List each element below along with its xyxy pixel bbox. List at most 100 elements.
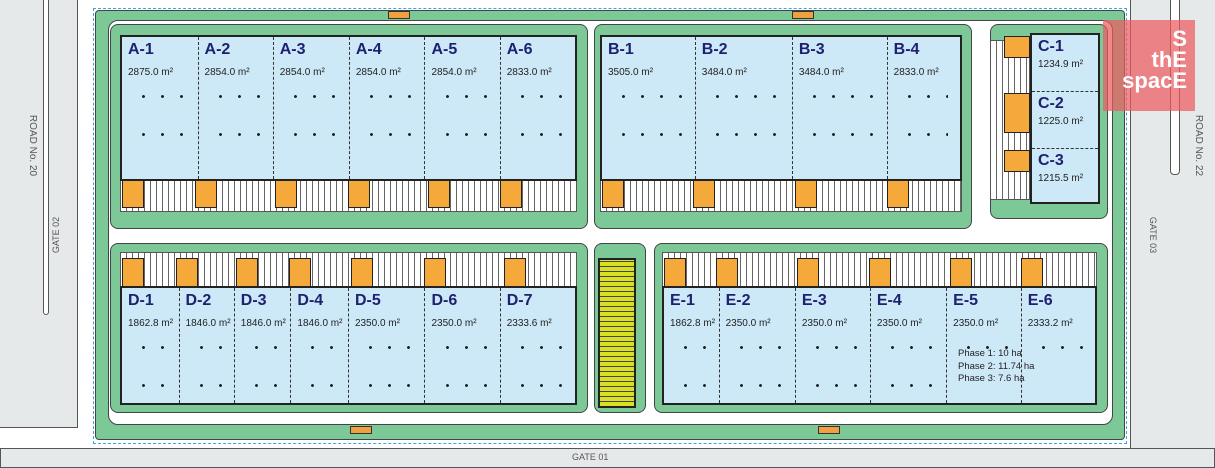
unit-c-2[interactable]: C-2 1225.0 m² bbox=[1032, 92, 1098, 149]
unit-area: 2854.0 m² bbox=[204, 67, 250, 78]
unit-id: D-6 bbox=[431, 292, 458, 309]
unit-area: 1862.8 m² bbox=[670, 318, 716, 329]
site-boundary bbox=[93, 8, 1127, 444]
dock-office bbox=[692, 180, 715, 208]
dock-office bbox=[886, 180, 909, 208]
column-grid bbox=[899, 133, 948, 136]
unit-area: 1225.0 m² bbox=[1038, 116, 1084, 127]
unit-id: A-5 bbox=[431, 41, 458, 58]
logo-line-3: spacE bbox=[1122, 68, 1187, 93]
unit-e-5[interactable]: E-5 2350.0 m² bbox=[947, 288, 1022, 403]
unit-e-1[interactable]: E-1 1862.8 m² bbox=[664, 288, 720, 403]
column-grid bbox=[191, 346, 222, 349]
unit-id: B-4 bbox=[893, 41, 920, 58]
dock-office bbox=[424, 258, 447, 287]
unit-id: D-7 bbox=[506, 292, 533, 309]
unit-d-2[interactable]: D-2 1846.0 m² bbox=[180, 288, 235, 403]
unit-area: 2833.0 m² bbox=[893, 67, 939, 78]
dock-office bbox=[1004, 150, 1030, 172]
dock-office bbox=[602, 180, 624, 208]
unit-area: 1846.0 m² bbox=[185, 318, 231, 329]
unit-b-4[interactable]: B-4 2833.0 m² bbox=[888, 37, 960, 179]
column-grid bbox=[804, 95, 875, 98]
unit-id: B-3 bbox=[798, 41, 825, 58]
unit-id: C-2 bbox=[1038, 95, 1064, 112]
unit-id: E-5 bbox=[953, 292, 979, 309]
unit-area: 2854.0 m² bbox=[431, 67, 477, 78]
column-grid bbox=[512, 95, 563, 98]
dock-office bbox=[949, 258, 972, 287]
unit-id: A-6 bbox=[506, 41, 533, 58]
utility-facility bbox=[598, 258, 636, 408]
unit-id: D-5 bbox=[354, 292, 381, 309]
dock-office bbox=[275, 180, 298, 208]
unit-id: E-4 bbox=[876, 292, 902, 309]
unit-area: 1215.5 m² bbox=[1038, 173, 1084, 184]
gate-01-label: GATE 01 bbox=[572, 452, 609, 462]
column-grid bbox=[303, 346, 336, 349]
dock-office bbox=[1021, 258, 1044, 287]
bench-bottom-1 bbox=[350, 426, 372, 434]
unit-area: 2350.0 m² bbox=[354, 318, 400, 329]
column-grid bbox=[285, 95, 337, 98]
dock-office bbox=[350, 258, 373, 287]
unit-e-6[interactable]: E-6 2333.2 m² bbox=[1022, 288, 1095, 403]
column-grid bbox=[210, 133, 261, 136]
unit-id: C-1 bbox=[1038, 38, 1064, 55]
column-grid bbox=[807, 346, 858, 349]
unit-id: B-2 bbox=[701, 41, 728, 58]
gate-02-label: GATE 02 bbox=[51, 216, 62, 254]
unit-area: 2833.0 m² bbox=[506, 67, 552, 78]
dock-office bbox=[288, 258, 311, 287]
dock-office bbox=[664, 258, 686, 287]
column-grid bbox=[437, 133, 488, 136]
column-grid bbox=[707, 133, 780, 136]
unit-id: E-3 bbox=[801, 292, 827, 309]
column-grid bbox=[134, 95, 186, 98]
unit-a-5[interactable]: A-5 2854.0 m² bbox=[426, 37, 501, 179]
column-grid bbox=[361, 133, 413, 136]
unit-id: A-3 bbox=[279, 41, 306, 58]
column-grid bbox=[512, 346, 563, 349]
unit-b-3[interactable]: B-3 3484.0 m² bbox=[793, 37, 888, 179]
unit-id: E-1 bbox=[670, 292, 695, 309]
phase-legend: Phase 1: 10 ha Phase 2: 11.74 ha Phase 3… bbox=[958, 348, 1034, 386]
unit-area: 2333.2 m² bbox=[1027, 318, 1073, 329]
unit-id: D-4 bbox=[297, 292, 324, 309]
unit-id: D-2 bbox=[185, 292, 212, 309]
unit-a-6[interactable]: A-6 2833.0 m² bbox=[501, 37, 575, 179]
column-grid bbox=[191, 384, 222, 387]
dock-office bbox=[1004, 36, 1030, 58]
unit-d-5[interactable]: D-5 2350.0 m² bbox=[349, 288, 426, 403]
column-grid bbox=[707, 95, 780, 98]
unit-id: A-1 bbox=[128, 41, 154, 58]
unit-id: E-6 bbox=[1027, 292, 1053, 309]
dock-office bbox=[122, 258, 144, 287]
dock-office bbox=[195, 180, 218, 208]
column-grid bbox=[285, 133, 337, 136]
gate-03-label: GATE 03 bbox=[1148, 216, 1159, 254]
road-22-label: ROAD No. 22 bbox=[1193, 114, 1205, 177]
column-grid bbox=[676, 346, 707, 349]
unit-area: 3484.0 m² bbox=[798, 67, 844, 78]
unit-id: E-2 bbox=[725, 292, 751, 309]
unit-area: 2350.0 m² bbox=[953, 318, 999, 329]
road-20 bbox=[0, 0, 78, 428]
